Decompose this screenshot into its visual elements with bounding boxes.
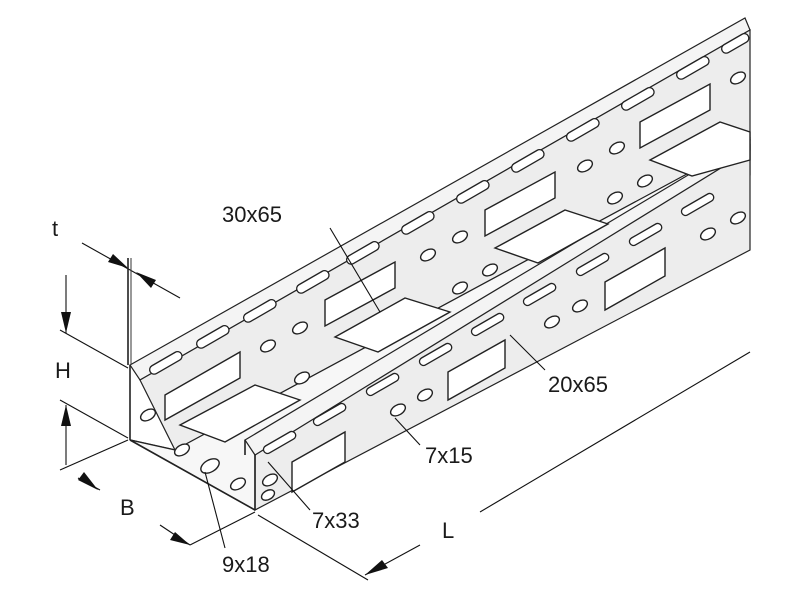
slot [242, 298, 277, 323]
slot [510, 148, 545, 173]
dimension-h [59, 275, 129, 465]
window [324, 260, 396, 328]
window [164, 350, 241, 422]
base-window [333, 297, 452, 353]
right-wall-top-slots [262, 192, 715, 455]
label-20x65: 20x65 [548, 372, 608, 397]
right-window [291, 430, 346, 494]
label-b: B [120, 495, 135, 520]
label-7x33: 7x33 [312, 508, 360, 533]
dimension-l [257, 351, 751, 581]
left-wall-ovals [139, 71, 747, 422]
slot [720, 32, 750, 54]
label-9x18: 9x18 [222, 552, 270, 577]
right-window [604, 246, 666, 312]
window [639, 82, 711, 150]
right-wall-windows [291, 246, 666, 494]
slot [295, 269, 330, 294]
label-l: L [442, 518, 454, 543]
label-t: t [52, 216, 58, 241]
base-window [648, 121, 751, 177]
slot [565, 117, 600, 142]
base-ovals [173, 174, 654, 491]
slot [620, 86, 655, 111]
right-window [447, 338, 506, 402]
slot [675, 55, 710, 80]
window [484, 170, 556, 238]
label-h: H [55, 358, 71, 383]
base-window [493, 209, 610, 264]
slot [148, 350, 183, 375]
label-7x15: 7x15 [425, 443, 473, 468]
slot [195, 324, 230, 349]
base-window [178, 384, 302, 443]
dimension-t [81, 242, 181, 365]
slot [400, 210, 435, 235]
left-wall-top-slots [148, 32, 750, 375]
base-windows [178, 121, 751, 443]
slot [345, 240, 380, 265]
slot [455, 179, 490, 204]
label-30x65: 30x65 [222, 202, 282, 227]
right-wall-ovals [260, 211, 747, 501]
left-wall-windows [164, 82, 711, 422]
callout-leaders [204, 227, 546, 549]
dimension-b [59, 439, 256, 546]
